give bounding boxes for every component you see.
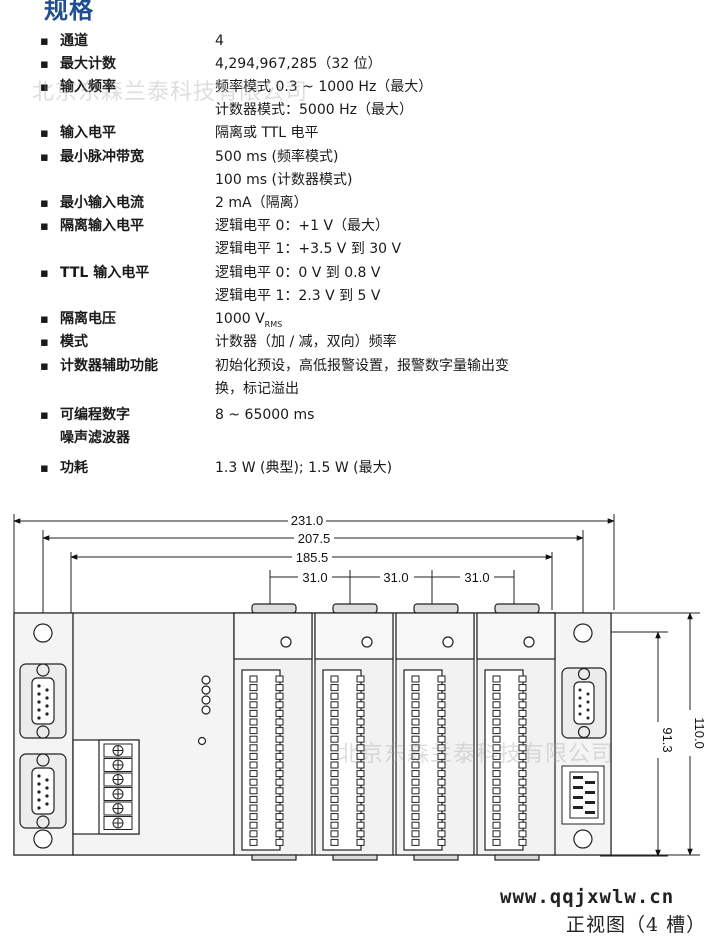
spec-value-subscript: RMS [264, 319, 283, 329]
bullet-icon: ▪ [40, 80, 49, 95]
spec-value: 500 ms (频率模式) [215, 149, 339, 165]
spec-label: 功耗 [60, 460, 88, 476]
spec-value: 计数器模式：5000 Hz（最大） [215, 102, 413, 118]
spec-value: 计数器（加 / 减，双向）频率 [215, 334, 397, 350]
site-url: www.qqjxwlw.cn [500, 886, 675, 908]
spec-value: 1000 VRMS [215, 308, 282, 336]
spec-label: 输入电平 [60, 125, 116, 141]
spec-value: 逻辑电平 1：+3.5 V 到 30 V [215, 241, 402, 257]
spec-label: 最大计数 [60, 56, 116, 72]
dim-slot-2: 31.0 [383, 570, 408, 585]
spec-value-main: 1000 V [215, 311, 265, 327]
spec-label: 最小输入电流 [60, 195, 144, 211]
bullet-icon: ▪ [40, 359, 49, 374]
io-module [233, 603, 313, 861]
spec-value: 初始化预设，高低报警设置，报警数字量输出变 [215, 358, 509, 374]
dim-slot-1: 31.0 [302, 570, 327, 585]
dim-inner: 185.5 [296, 550, 329, 565]
dim-slot-3: 31.0 [464, 570, 489, 585]
spec-value: 1.3 W (典型); 1.5 W (最大) [215, 460, 393, 476]
bullet-icon: ▪ [40, 34, 49, 49]
spec-value: 8 ~ 65000 ms [215, 407, 315, 423]
spec-value: 100 ms (计数器模式) [215, 172, 353, 188]
bullet-icon: ▪ [40, 312, 49, 327]
spec-value: 频率模式 0.3 ~ 1000 Hz（最大） [215, 79, 433, 95]
bullet-icon: ▪ [40, 266, 49, 281]
dim-overall: 231.0 [291, 513, 324, 528]
spec-label: 计数器辅助功能 [60, 358, 158, 374]
spec-value: 换，标记溢出 [215, 381, 299, 397]
spec-value: 逻辑电平 0：+1 V（最大） [215, 218, 390, 234]
dim-height-inner: 91.3 [660, 727, 675, 752]
spec-label: 模式 [60, 334, 88, 350]
bullet-icon: ▪ [40, 335, 49, 350]
spec-label-cont: 噪声滤波器 [60, 430, 130, 446]
spec-label: 隔离电压 [60, 311, 116, 327]
section-title: 规格 [44, 0, 94, 24]
io-module [314, 603, 394, 861]
spec-label: 最小脉冲带宽 [60, 149, 144, 165]
drawing-caption: 正视图（4 槽） [566, 914, 707, 936]
bullet-icon: ▪ [40, 126, 49, 141]
spec-label: 可编程数字 [60, 407, 130, 423]
io-module [476, 603, 556, 861]
bullet-icon: ▪ [40, 219, 49, 234]
bullet-icon: ▪ [40, 461, 49, 476]
watermark-drawing: 北京东森兰泰科技有限公司 [338, 742, 615, 767]
io-module [395, 603, 475, 861]
bullet-icon: ▪ [40, 57, 49, 72]
spec-label: 输入频率 [60, 79, 116, 95]
watermark-top: 北京东森兰泰科技有限公司 [32, 80, 309, 105]
bullet-icon: ▪ [40, 196, 49, 211]
front-view-drawing: 231.0 207.5 185.5 31.0 31.0 31.0 110.0 9… [13, 512, 707, 861]
spec-value: 隔离或 TTL 电平 [215, 125, 319, 141]
bullet-icon: ▪ [40, 150, 49, 165]
spec-label: 隔离输入电平 [60, 218, 144, 234]
spec-value: 4 [215, 33, 224, 49]
spec-value: 逻辑电平 0：0 V 到 0.8 V [215, 265, 381, 281]
spec-label: 通道 [60, 33, 88, 49]
bullet-icon: ▪ [40, 408, 49, 423]
spec-value: 4,294,967,285（32 位） [215, 56, 382, 72]
dim-mount: 207.5 [298, 531, 331, 546]
spec-label: TTL 输入电平 [60, 265, 150, 281]
dim-height-total: 110.0 [692, 717, 707, 749]
spec-value: 2 mA（隔离） [215, 195, 308, 211]
spec-value: 逻辑电平 1：2.3 V 到 5 V [215, 288, 381, 304]
